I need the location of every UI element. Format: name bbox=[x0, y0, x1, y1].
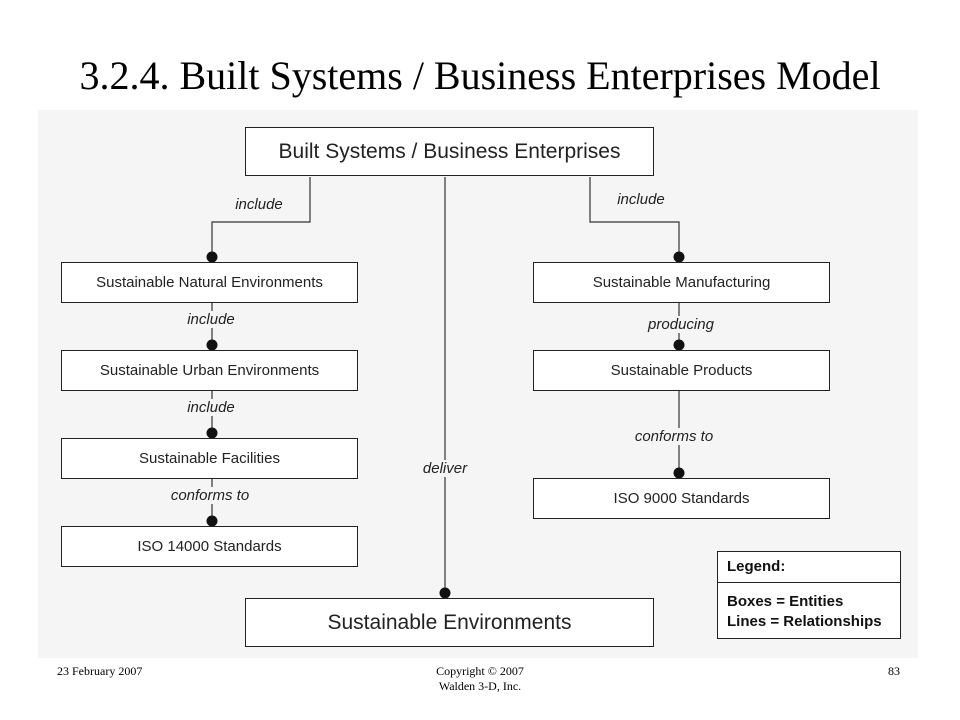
entity-built-systems: Built Systems / Business Enterprises bbox=[245, 127, 654, 176]
entity-iso-9000-standards: ISO 9000 Standards bbox=[533, 478, 830, 519]
entity-sustainable-urban-environments: Sustainable Urban Environments bbox=[61, 350, 358, 391]
label-manufacturing-products: producing bbox=[646, 316, 716, 333]
label-urban-facilities: include bbox=[185, 399, 237, 416]
label-natural-urban: include bbox=[185, 311, 237, 328]
label-facilities-iso14000: conforms to bbox=[168, 487, 252, 504]
line-root-manufacturing bbox=[589, 177, 680, 258]
relationship-lines bbox=[206, 177, 685, 599]
endpoint-natural bbox=[206, 251, 218, 263]
legend-title: Legend: bbox=[718, 552, 900, 583]
footer-copyright: Copyright © 2007 Walden 3-D, Inc. bbox=[380, 664, 580, 694]
legend-lines: Boxes = Entities Lines = Relationships bbox=[718, 583, 900, 632]
label-products-iso9000: conforms to bbox=[632, 428, 716, 445]
endpoint-manufacturing bbox=[673, 251, 685, 263]
endpoint-products bbox=[673, 339, 685, 351]
footer-copyright-line1: Copyright © 2007 bbox=[436, 664, 524, 678]
slide-title: 3.2.4. Built Systems / Business Enterpri… bbox=[79, 53, 881, 98]
label-root-natural: include bbox=[233, 196, 285, 213]
legend-line-boxes: Boxes = Entities bbox=[727, 593, 844, 610]
line-root-natural bbox=[211, 177, 311, 258]
entity-iso-14000-standards: ISO 14000 Standards bbox=[61, 526, 358, 567]
entity-sustainable-products: Sustainable Products bbox=[533, 350, 830, 391]
endpoint-iso9000 bbox=[673, 467, 685, 479]
footer-page-number: 83 bbox=[888, 664, 900, 678]
endpoint-urban bbox=[206, 339, 218, 351]
entity-sustainable-natural-environments: Sustainable Natural Environments bbox=[61, 262, 358, 303]
label-root-environments: deliver bbox=[420, 460, 470, 477]
entity-sustainable-manufacturing: Sustainable Manufacturing bbox=[533, 262, 830, 303]
entity-sustainable-environments: Sustainable Environments bbox=[245, 598, 654, 647]
legend-line-lines: Lines = Relationships bbox=[727, 613, 882, 630]
entity-sustainable-facilities: Sustainable Facilities bbox=[61, 438, 358, 479]
endpoint-iso14000 bbox=[206, 515, 218, 527]
legend-box: Legend: Boxes = Entities Lines = Relatio… bbox=[717, 551, 901, 639]
label-root-manufacturing: include bbox=[615, 191, 667, 208]
endpoint-environments bbox=[439, 587, 451, 599]
footer-date: 23 February 2007 bbox=[57, 664, 143, 678]
footer-copyright-line2: Walden 3-D, Inc. bbox=[438, 679, 522, 693]
endpoint-facilities bbox=[206, 427, 218, 439]
